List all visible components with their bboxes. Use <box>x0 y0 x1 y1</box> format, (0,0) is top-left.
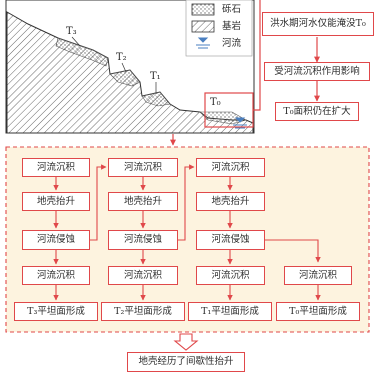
terrace-t3-label: T₃ <box>66 26 77 37</box>
t2-surface-box: T₂平坦面形成 <box>101 302 185 321</box>
t0-to-panel-connector <box>253 0 261 111</box>
river-symbol-icon <box>233 117 247 129</box>
pebble-swatch-icon <box>191 3 215 16</box>
col2-to-col3-connector <box>178 164 195 241</box>
t2-sediment <box>109 69 141 87</box>
col1-uplift-box: 地壳抬升 <box>22 192 90 211</box>
col1-to-col2-connector <box>90 164 107 241</box>
conclusion-arrow-icon <box>173 333 199 351</box>
terrace-t1-label: T₁ <box>150 71 161 82</box>
legend-river-label: 河流 <box>222 38 242 49</box>
t2-pointer <box>121 62 127 73</box>
t3-sediment <box>55 37 109 67</box>
col1-deposition-box: 河流沉积 <box>22 158 90 177</box>
t0-expansion-box: T₀面积仍在扩大 <box>275 102 359 121</box>
terrace-t2-label: T₂ <box>116 52 127 63</box>
col2-uplift-box: 地壳抬升 <box>108 192 178 211</box>
terrace-t0-label: T₀ <box>210 97 221 108</box>
col3-redeposition-box: 河流沉积 <box>196 266 265 285</box>
t0-sediment <box>199 111 247 125</box>
t3-pointer <box>71 36 81 47</box>
t3-surface-box: T₃平坦面形成 <box>14 302 98 321</box>
col3-deposition-box: 河流沉积 <box>196 158 265 177</box>
col4-deposition-box: 河流沉积 <box>284 266 352 285</box>
t0-surface-box: T₀平坦面形成 <box>276 302 360 321</box>
col3-uplift-box: 地壳抬升 <box>196 192 265 211</box>
t1-surface-box: T₁平坦面形成 <box>188 302 272 321</box>
conclusion-box: 地壳经历了间歇性抬升 <box>127 352 245 372</box>
bedrock-swatch-icon <box>191 20 215 33</box>
legend-bedrock-label: 基岩 <box>222 21 242 32</box>
legend-pebble-label: 砾石 <box>222 4 242 15</box>
col3-erosion-box: 河流侵蚀 <box>196 230 265 250</box>
col2-deposition-box: 河流沉积 <box>108 158 178 177</box>
t1-sediment <box>141 91 171 107</box>
col3-to-col4-connector <box>265 239 321 263</box>
col1-redeposition-box: 河流沉积 <box>22 266 90 285</box>
col2-redeposition-box: 河流沉积 <box>108 266 178 285</box>
col1-erosion-box: 河流侵蚀 <box>22 230 90 250</box>
river-swatch-icon <box>196 37 210 49</box>
flood-note-box: 洪水期河水仅能淹没T₀ <box>262 12 374 36</box>
sediment-influence-box: 受河流沉积作用影响 <box>264 62 370 81</box>
col2-erosion-box: 河流侵蚀 <box>108 230 178 250</box>
